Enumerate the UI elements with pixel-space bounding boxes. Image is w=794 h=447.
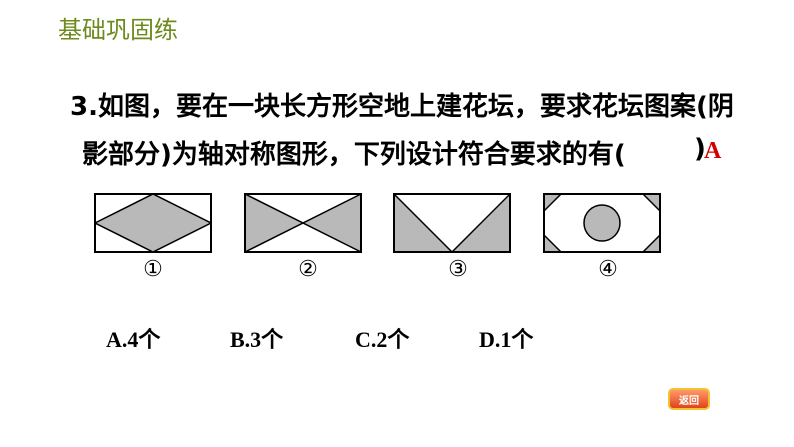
option-d: D.1个 [479, 327, 534, 352]
figure-4-label: ④ [598, 257, 618, 282]
answer-text: A [704, 138, 722, 164]
question-close-paren: ) [694, 134, 706, 164]
figure-3-v-shape [393, 193, 511, 253]
figure-2-label: ② [298, 257, 318, 282]
figure-2-diagonals [244, 193, 362, 253]
option-c: C.2个 [355, 327, 410, 352]
option-b: B.3个 [230, 327, 284, 352]
figure-1-label: ① [143, 257, 163, 282]
back-button[interactable]: 返回 [668, 388, 710, 410]
figure-3-label: ③ [448, 257, 468, 282]
section-title: 基础巩固练 [58, 16, 178, 44]
question-text-line-1: 3.如图，要在一块长方形空地上建花坛，要求花坛图案(阴 [70, 92, 734, 122]
question-text-line-2: 影部分)为轴对称图形，下列设计符合要求的有( [82, 140, 626, 170]
figure-1-rhombus [94, 193, 212, 253]
figure-4-circle-corners [543, 193, 661, 253]
option-a: A.4个 [106, 327, 161, 352]
